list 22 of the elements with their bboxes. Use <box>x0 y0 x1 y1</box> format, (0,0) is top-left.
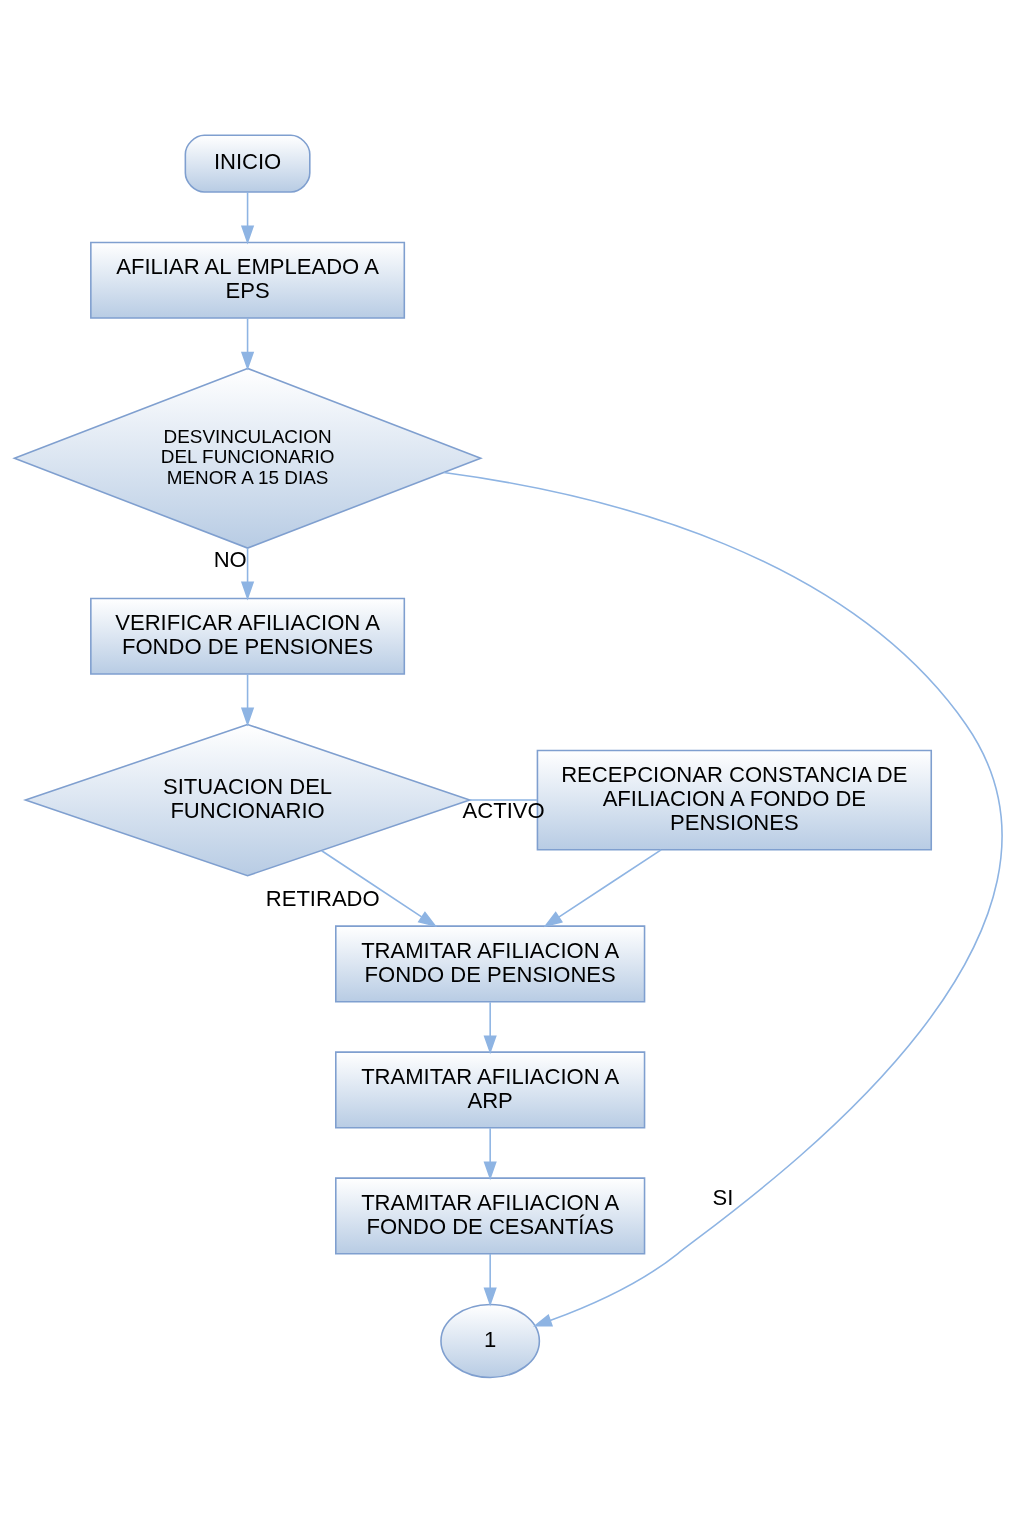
node-ellipse: 1 <box>440 1303 541 1379</box>
arrow <box>240 317 255 371</box>
node-diamond: DESVINCULACION DEL FUNCIONARIO MENOR A 15 DIAS <box>12 367 483 549</box>
arrow <box>483 1127 497 1181</box>
node-box: AFILIAR AL EMPLEADO A EPS <box>90 241 406 319</box>
edge-label: NO <box>213 546 247 572</box>
arrow <box>240 547 255 601</box>
connector <box>469 799 538 801</box>
arrow <box>543 849 662 928</box>
arrow <box>240 673 255 727</box>
arrow <box>483 1253 497 1307</box>
node-box: TRAMITAR AFILIACION A ARP <box>335 1051 646 1129</box>
arrow <box>483 1001 497 1055</box>
edge-label: SI <box>712 1185 734 1211</box>
arrow <box>240 191 255 245</box>
node-box: INICIO <box>184 134 311 193</box>
node-box: TRAMITAR AFILIACION A FONDO DE CESANTÍAS <box>335 1177 646 1255</box>
arrow <box>443 471 1003 1327</box>
node-box: TRAMITAR AFILIACION A FONDO DE PENSIONES <box>335 925 646 1003</box>
edge-label: RETIRADO <box>265 886 380 912</box>
node-box: VERIFICAR AFILIACION A FONDO DE PENSIONES <box>90 597 406 675</box>
arrow <box>320 849 437 928</box>
